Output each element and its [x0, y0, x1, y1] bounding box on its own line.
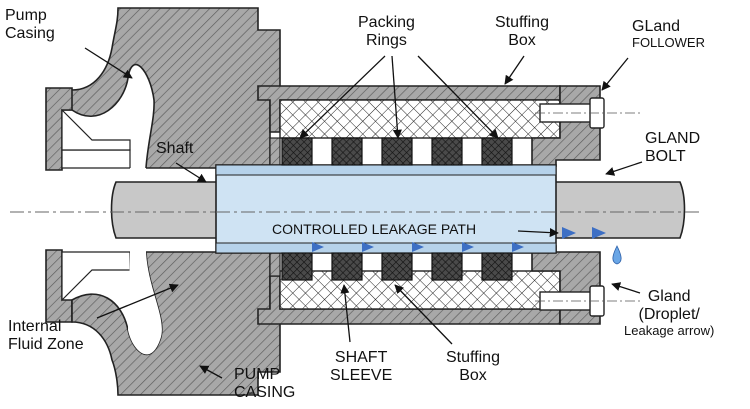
label-shaft: Shaft	[156, 140, 194, 157]
lower-bushing	[279, 270, 561, 310]
packing-ring	[381, 252, 413, 281]
packing-rings	[281, 137, 513, 281]
packing-ring	[481, 252, 513, 281]
blue-triangle-arrow-icon	[312, 242, 324, 252]
label-controlled-leakage-path: CONTROLLED LEAKAGE PATH	[272, 221, 477, 237]
blue-triangle-arrow-icon	[412, 242, 424, 252]
leakage-path-arrows	[312, 227, 622, 265]
blue-triangle-arrow-icon	[592, 227, 606, 239]
label-shaft-sleeve: SHAFT SLEEVE	[330, 349, 393, 384]
stuffing-box-housing	[257, 85, 561, 325]
gland-follower	[531, 85, 640, 325]
blue-triangle-arrow-icon	[362, 242, 374, 252]
blue-triangle-arrow-icon	[512, 242, 524, 252]
pump-casing-upper	[57, 7, 281, 169]
packing-ring	[281, 137, 313, 166]
packing-ring	[431, 252, 463, 281]
packing-ring	[331, 137, 363, 166]
packing-ring	[331, 252, 363, 281]
label-gland-droplet: Gland (Droplet/ Leakage arrow)	[624, 288, 715, 338]
label-stuffing-box-bottom: Stuffing Box	[446, 349, 500, 384]
blue-triangle-arrow-icon	[562, 227, 576, 239]
water-droplet-icon	[612, 245, 622, 265]
leader-lines	[84, 47, 643, 379]
shaft-sleeve	[215, 164, 557, 254]
label-gland-follower: GLand FOLLOWER	[632, 18, 705, 50]
label-gland-bolt: GLAND BOLT	[645, 130, 701, 165]
packing-ring	[281, 252, 313, 281]
upper-bushing	[279, 99, 561, 139]
label-internal-fluid-zone: Internal Fluid Zone	[8, 318, 84, 353]
packing-ring	[381, 137, 413, 166]
pump-casing	[45, 7, 281, 396]
packing-ring	[431, 137, 463, 166]
blue-triangle-arrow-icon	[462, 242, 474, 252]
label-packing-rings: Packing Rings	[358, 14, 415, 49]
label-pump-casing-top: Pump Casing	[5, 7, 55, 42]
packing-ring	[481, 137, 513, 166]
label-pump-casing-bottom: PUMP CASING	[234, 366, 296, 401]
label-stuffing-box-top: Stuffing Box	[495, 14, 549, 49]
